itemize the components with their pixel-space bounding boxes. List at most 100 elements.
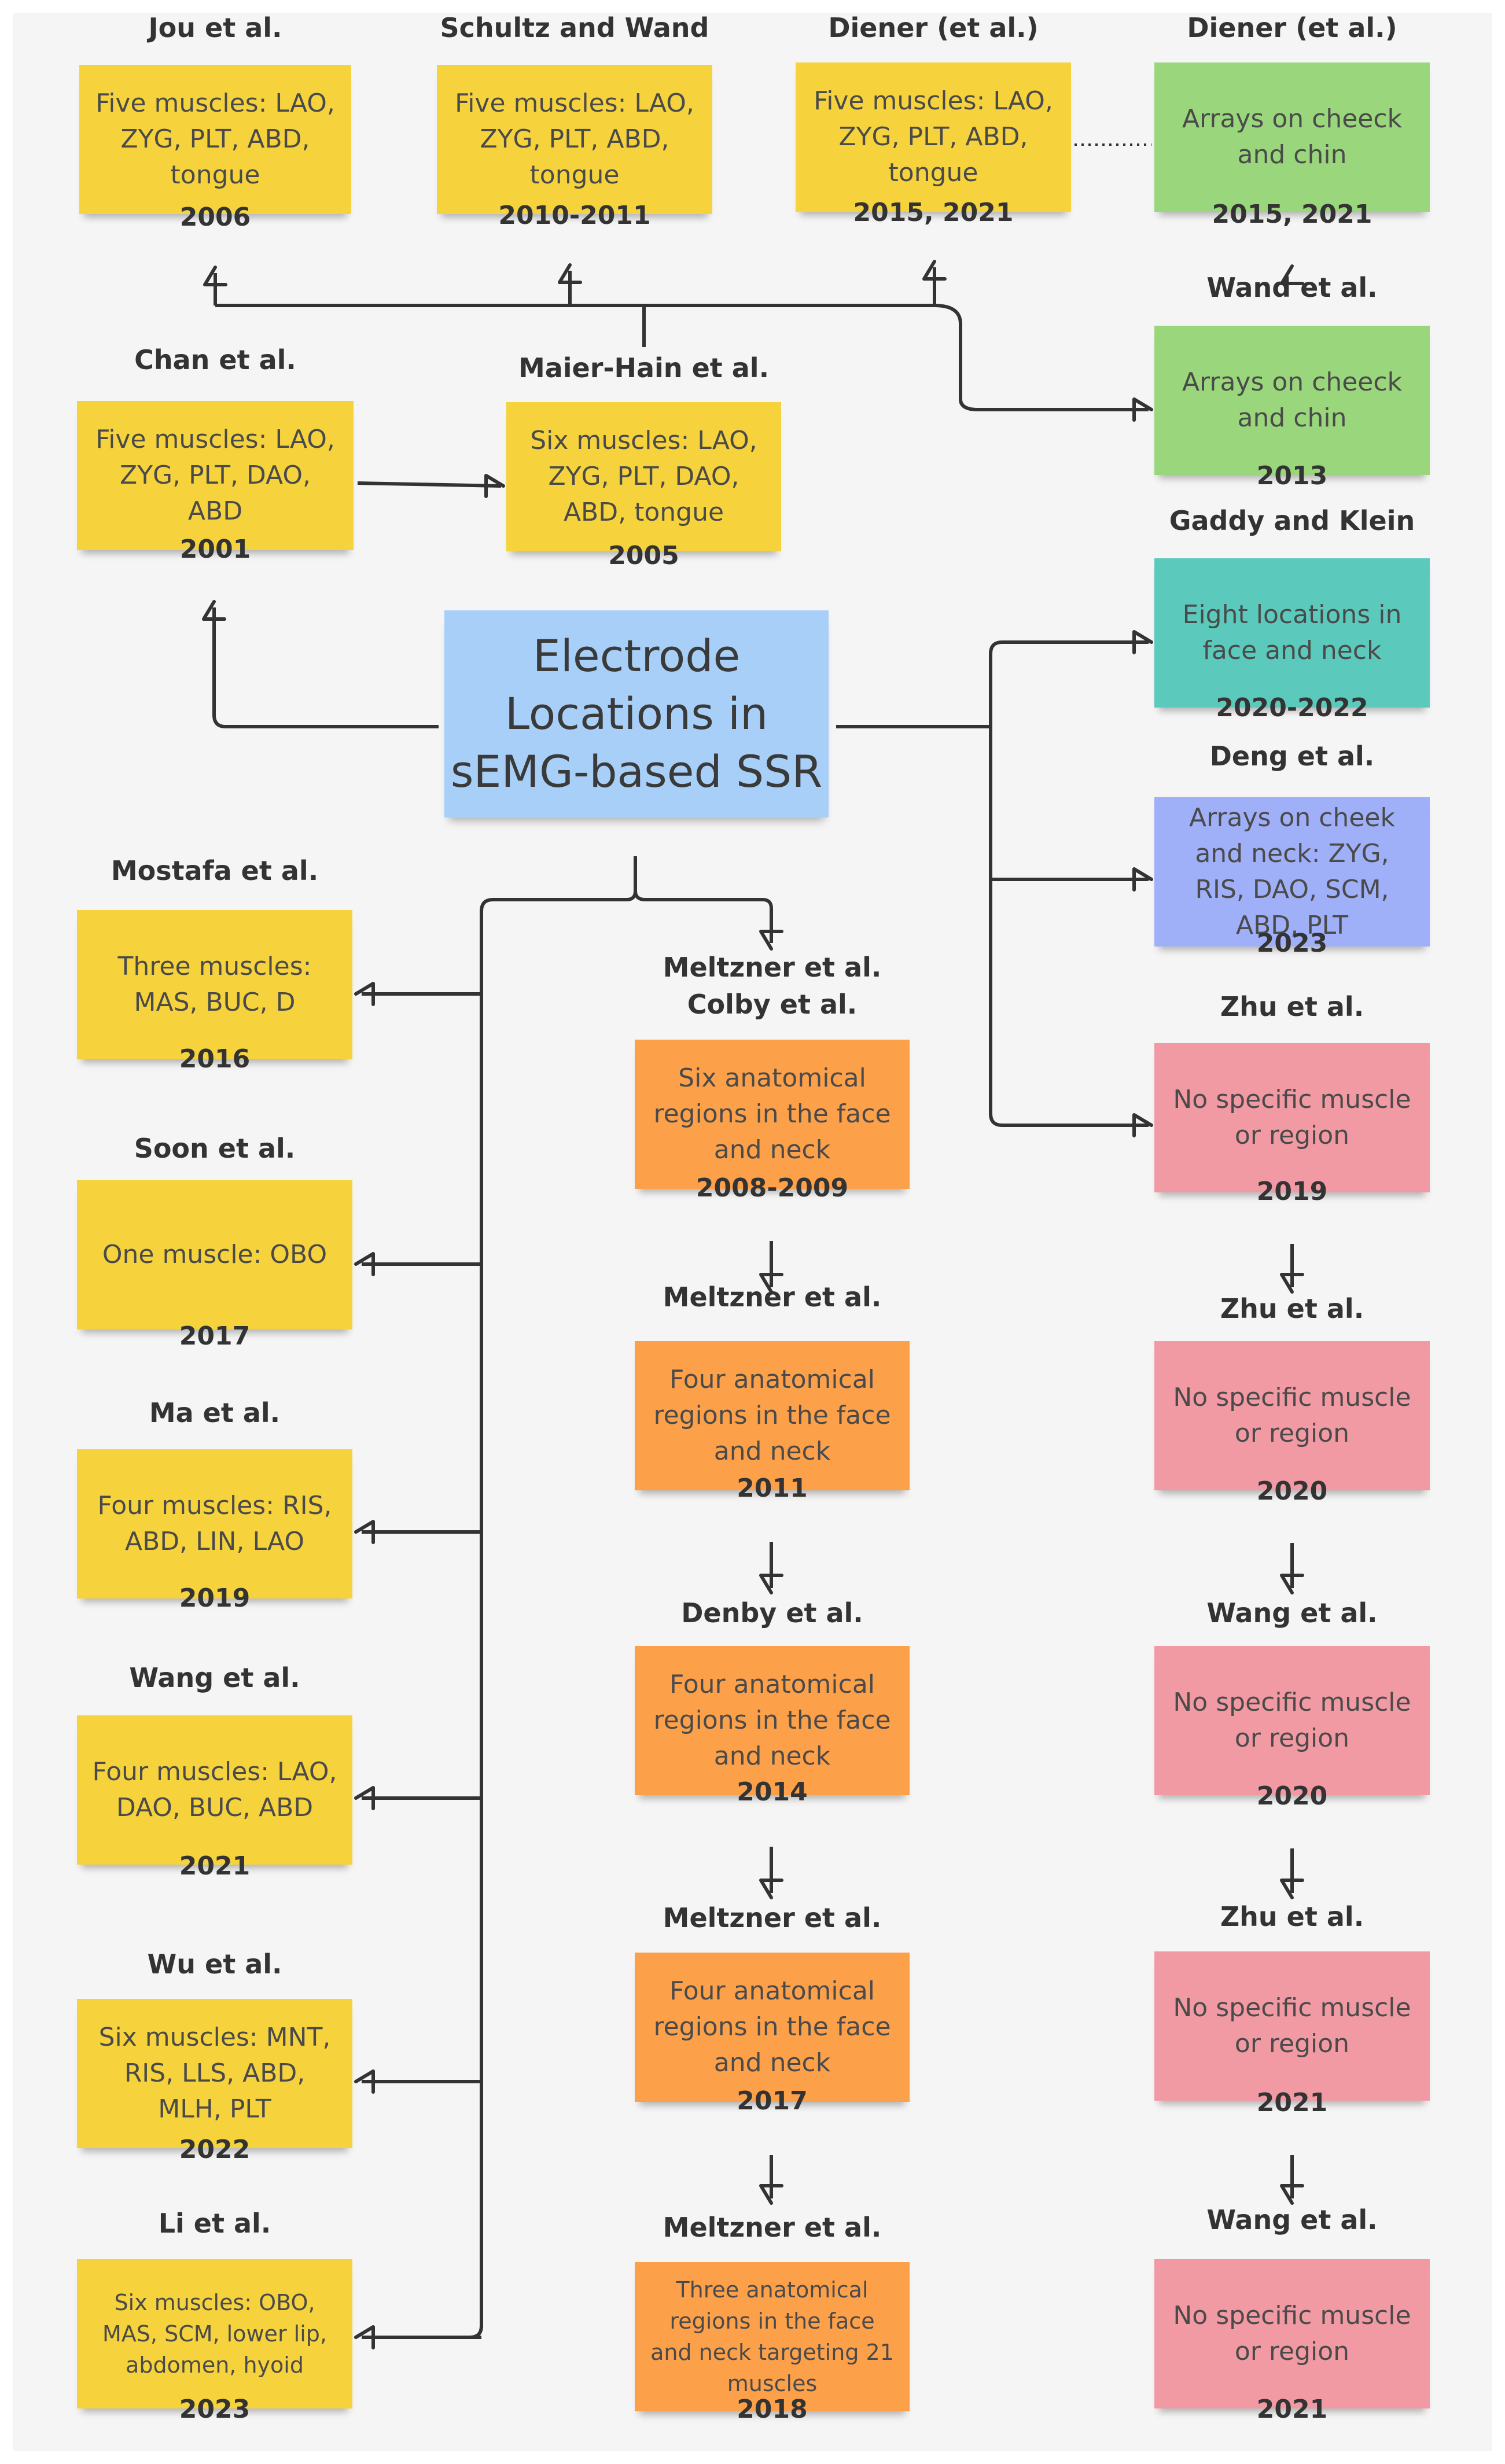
year-label-diener2: 2015, 2021 — [1212, 200, 1372, 229]
author-line: Colby et al. — [687, 989, 858, 1020]
sticky-note-meltzner4: Three anatomical regions in the face and… — [635, 2262, 910, 2411]
author-line: Zhu et al. — [1220, 991, 1364, 1022]
author-label-wang-p2: Wang et al. — [1061, 2201, 1505, 2238]
sticky-note-jou: Five muscles: LAO, ZYG, PLT, ABD, tongue — [79, 65, 351, 214]
author-line: Zhu et al. — [1220, 1293, 1364, 1324]
author-label-meltzner3: Meltzner et al. — [541, 1899, 1004, 1936]
note-text: Five muscles: LAO, ZYG, PLT, ABD, tongue — [455, 89, 694, 190]
central-topic-node: Electrode Locations in sEMG-based SSR — [444, 610, 829, 817]
author-line: Meltzner et al. — [663, 1902, 882, 1933]
author-line: Mostafa et al. — [111, 855, 319, 886]
author-label-wand: Wand et al. — [1061, 269, 1505, 306]
note-text: Eight locations in face and neck — [1182, 600, 1402, 665]
sticky-note-meltzner3: Four anatomical regions in the face and … — [635, 1953, 910, 2102]
author-line: Jou et al. — [148, 12, 282, 43]
sticky-note-zhu3: No specific muscle or region — [1154, 1951, 1430, 2101]
author-line: Chan et al. — [134, 344, 296, 375]
note-text: Five muscles: LAO, ZYG, PLT, DAO, ABD — [95, 425, 335, 526]
year-label-diener1: 2015, 2021 — [853, 198, 1014, 227]
note-text: Arrays on cheeck and chin — [1182, 367, 1403, 433]
year-label-jou: 2006 — [179, 202, 251, 232]
note-text: Arrays on cheeck and chin — [1182, 104, 1403, 170]
year-label-wand: 2013 — [1256, 461, 1328, 491]
note-text: Five muscles: LAO, ZYG, PLT, ABD, tongue — [95, 89, 335, 190]
year-label-maier: 2005 — [608, 541, 679, 570]
author-label-zhu1: Zhu et al. — [1061, 988, 1505, 1025]
note-text: No specific muscle or region — [1173, 1085, 1411, 1150]
author-line: Li et al. — [158, 2208, 271, 2239]
year-label-chan: 2001 — [179, 535, 251, 564]
year-label-meltzner2: 2011 — [737, 1474, 808, 1503]
author-label-zhu2: Zhu et al. — [1061, 1290, 1505, 1327]
note-text: No specific muscle or region — [1173, 1993, 1411, 2058]
author-line: Wand et al. — [1206, 272, 1378, 303]
author-line: Diener (et al.) — [828, 12, 1039, 43]
year-label-ma: 2019 — [179, 1583, 251, 1613]
year-label-denby: 2014 — [737, 1777, 808, 1807]
note-text: No specific muscle or region — [1173, 1688, 1411, 1753]
author-label-zhu3: Zhu et al. — [1061, 1898, 1505, 1935]
author-label-chan: Chan et al. — [0, 341, 447, 378]
author-line: Diener (et al.) — [1187, 12, 1397, 43]
author-label-mostafa: Mostafa et al. — [0, 852, 446, 889]
note-text: No specific muscle or region — [1173, 2301, 1411, 2366]
note-text: Three anatomical regions in the face and… — [650, 2277, 894, 2396]
year-label-meltzner4: 2018 — [737, 2395, 808, 2424]
note-text: Four anatomical regions in the face and … — [653, 1976, 891, 2078]
sticky-note-mostafa: Three muscles: MAS, BUC, D — [77, 910, 352, 1059]
year-label-li: 2023 — [179, 2395, 251, 2424]
note-text: Three muscles: MAS, BUC, D — [117, 952, 312, 1017]
author-label-wang-p1: Wang et al. — [1061, 1594, 1505, 1631]
sticky-note-maier: Six muscles: LAO, ZYG, PLT, DAO, ABD, to… — [506, 402, 781, 551]
author-label-diener1: Diener (et al.) — [702, 9, 1165, 46]
author-label-wu: Wu et al. — [0, 1946, 446, 1983]
sticky-note-wang-p2: No specific muscle or region — [1154, 2259, 1430, 2408]
sticky-note-li: Six muscles: OBO, MAS, SCM, lower lip, a… — [77, 2259, 352, 2408]
note-text: Five muscles: LAO, ZYG, PLT, ABD, tongue — [814, 86, 1053, 187]
author-line: Meltzner et al. — [663, 1281, 882, 1313]
note-text: No specific muscle or region — [1173, 1383, 1411, 1448]
sticky-note-schultz: Five muscles: LAO, ZYG, PLT, ABD, tongue — [437, 65, 712, 214]
sticky-note-diener2: Arrays on cheeck and chin — [1154, 62, 1430, 212]
author-line: Wu et al. — [147, 1949, 282, 1980]
author-label-deng: Deng et al. — [1061, 738, 1505, 775]
author-label-meltzner4: Meltzner et al. — [541, 2209, 1004, 2246]
author-label-meltzner2: Meltzner et al. — [541, 1279, 1004, 1316]
note-text: Four muscles: RIS, ABD, LIN, LAO — [97, 1491, 332, 1556]
year-label-wu: 2022 — [179, 2135, 251, 2164]
note-text: Six muscles: LAO, ZYG, PLT, DAO, ABD, to… — [530, 426, 757, 527]
note-text: Four muscles: LAO, DAO, BUC, ABD — [92, 1757, 337, 1822]
sticky-note-wang-y: Four muscles: LAO, DAO, BUC, ABD — [77, 1715, 352, 1865]
author-line: Zhu et al. — [1220, 1901, 1364, 1932]
sticky-note-wand: Arrays on cheeck and chin — [1154, 326, 1430, 475]
sticky-note-deng: Arrays on cheek and neck: ZYG, RIS, DAO,… — [1154, 797, 1430, 946]
author-label-schultz: Schultz and Wand — [343, 9, 806, 46]
author-label-li: Li et al. — [0, 2205, 446, 2242]
author-line: Gaddy and Klein — [1169, 505, 1415, 536]
year-label-soon: 2017 — [179, 1321, 251, 1351]
year-label-meltzner1: 2008-2009 — [696, 1173, 849, 1203]
year-label-mostafa: 2016 — [179, 1044, 251, 1074]
sticky-note-wu: Six muscles: MNT, RIS, LLS, ABD, MLH, PL… — [77, 1999, 352, 2148]
sticky-note-wang-p1: No specific muscle or region — [1154, 1646, 1430, 1795]
sticky-note-meltzner1: Six anatomical regions in the face and n… — [635, 1040, 910, 1189]
sticky-note-diener1: Five muscles: LAO, ZYG, PLT, ABD, tongue — [796, 62, 1071, 212]
sticky-note-zhu1: No specific muscle or region — [1154, 1043, 1430, 1192]
author-line: Maier-Hain et al. — [518, 352, 770, 384]
year-label-wang-p2: 2021 — [1256, 2395, 1328, 2424]
central-topic-title: Electrode Locations in sEMG-based SSR — [450, 630, 823, 797]
author-line: Denby et al. — [681, 1597, 863, 1629]
year-label-zhu3: 2021 — [1256, 2088, 1328, 2117]
author-line: Meltzner et al. — [663, 2212, 882, 2243]
author-label-jou: Jou et al. — [0, 9, 447, 46]
author-line: Deng et al. — [1209, 741, 1375, 772]
author-label-denby: Denby et al. — [541, 1594, 1004, 1631]
author-label-wang-y: Wang et al. — [0, 1659, 446, 1696]
author-line: Wang et al. — [1206, 1597, 1378, 1629]
sticky-note-meltzner2: Four anatomical regions in the face and … — [635, 1341, 910, 1490]
note-text: Four anatomical regions in the face and … — [653, 1365, 891, 1466]
year-label-meltzner3: 2017 — [737, 2086, 808, 2116]
author-line: Schultz and Wand — [440, 12, 709, 43]
sticky-note-soon: One muscle: OBO — [77, 1180, 352, 1329]
author-line: Meltzner et al. — [663, 952, 882, 983]
